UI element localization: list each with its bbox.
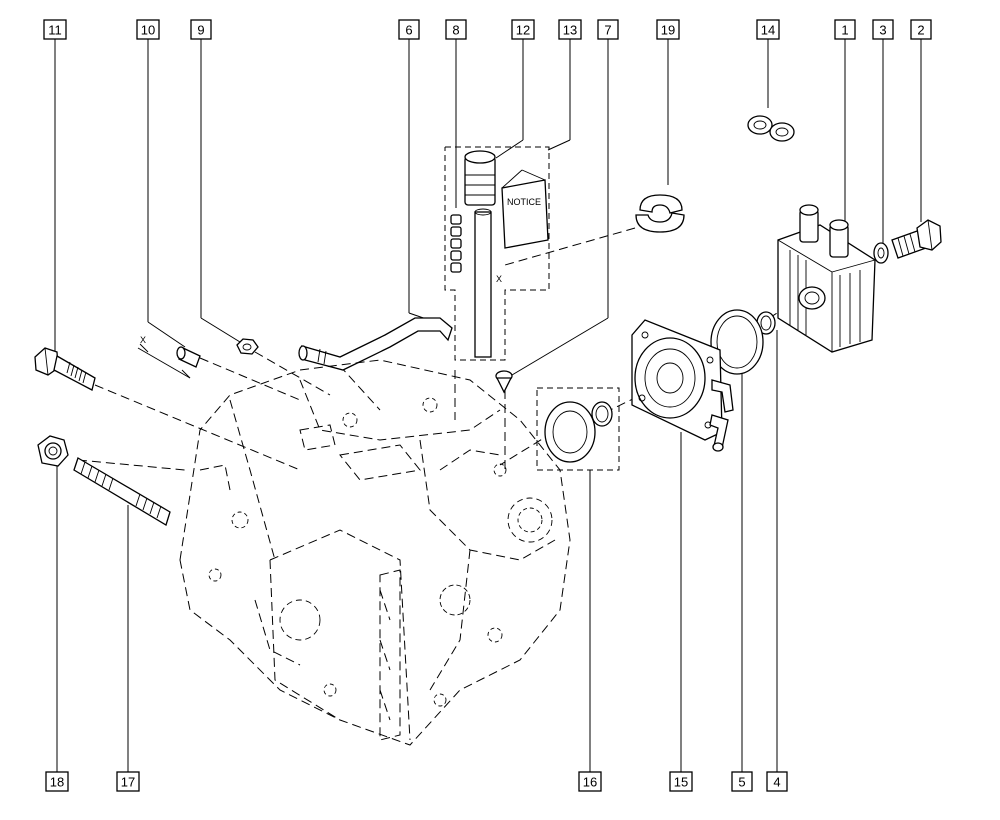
svg-text:11: 11 — [48, 23, 62, 38]
callout-4: 4 — [766, 771, 788, 792]
svg-text:3: 3 — [879, 23, 886, 38]
callout-1: 1 — [834, 19, 856, 40]
leader-lines — [54, 39, 922, 772]
svg-text:8: 8 — [452, 23, 459, 38]
svg-text:7: 7 — [604, 23, 611, 38]
small-nut — [236, 338, 259, 355]
callout-8: 8 — [445, 19, 467, 40]
callout-16: 16 — [578, 771, 602, 792]
dipstick-kit: NOTICE X — [444, 146, 550, 361]
svg-text:X: X — [496, 274, 502, 284]
svg-text:2: 2 — [917, 23, 924, 38]
threaded-stud — [73, 457, 171, 526]
oil-cooler — [777, 204, 876, 353]
gasket-kit — [536, 387, 620, 471]
callout-14: 14 — [756, 19, 780, 40]
svg-text:18: 18 — [50, 775, 64, 790]
callout-19: 19 — [656, 19, 680, 40]
callout-12: 12 — [511, 19, 535, 40]
callout-17: 17 — [116, 771, 140, 792]
callout-3: 3 — [872, 19, 894, 40]
filler-plug — [495, 370, 513, 394]
large-seal — [710, 309, 764, 375]
callout-2: 2 — [910, 19, 932, 40]
callout-6: 6 — [398, 19, 420, 40]
dowel-pin: X — [137, 335, 201, 379]
svg-text:14: 14 — [761, 23, 775, 38]
hollow-bolt — [891, 219, 942, 259]
svg-text:NOTICE: NOTICE — [507, 197, 541, 207]
callout-11: 11 — [43, 19, 67, 40]
hose-clamp — [747, 115, 795, 142]
svg-text:6: 6 — [405, 23, 412, 38]
svg-text:5: 5 — [738, 775, 745, 790]
bolt-long — [34, 347, 96, 391]
svg-text:9: 9 — [197, 23, 204, 38]
svg-text:19: 19 — [661, 23, 675, 38]
svg-text:15: 15 — [674, 775, 688, 790]
callout-13: 13 — [558, 19, 582, 40]
svg-text:X: X — [140, 335, 146, 345]
svg-text:13: 13 — [563, 23, 577, 38]
dipstick-tube — [298, 317, 453, 371]
flange-nut — [37, 435, 69, 467]
callout-10: 10 — [136, 19, 160, 40]
sealing-washer — [873, 242, 889, 264]
svg-text:17: 17 — [121, 775, 135, 790]
svg-text:4: 4 — [773, 775, 780, 790]
svg-text:16: 16 — [583, 775, 597, 790]
callout-9: 9 — [190, 19, 212, 40]
svg-text:10: 10 — [141, 23, 155, 38]
callout-18: 18 — [45, 771, 69, 792]
callout-7: 7 — [597, 19, 619, 40]
callout-15: 15 — [669, 771, 693, 792]
gearbox-housing — [179, 359, 571, 746]
hose-clip — [635, 194, 685, 233]
callout-5: 5 — [731, 771, 753, 792]
adapter-plate — [631, 319, 734, 452]
svg-text:1: 1 — [841, 23, 848, 38]
svg-text:12: 12 — [516, 23, 530, 38]
